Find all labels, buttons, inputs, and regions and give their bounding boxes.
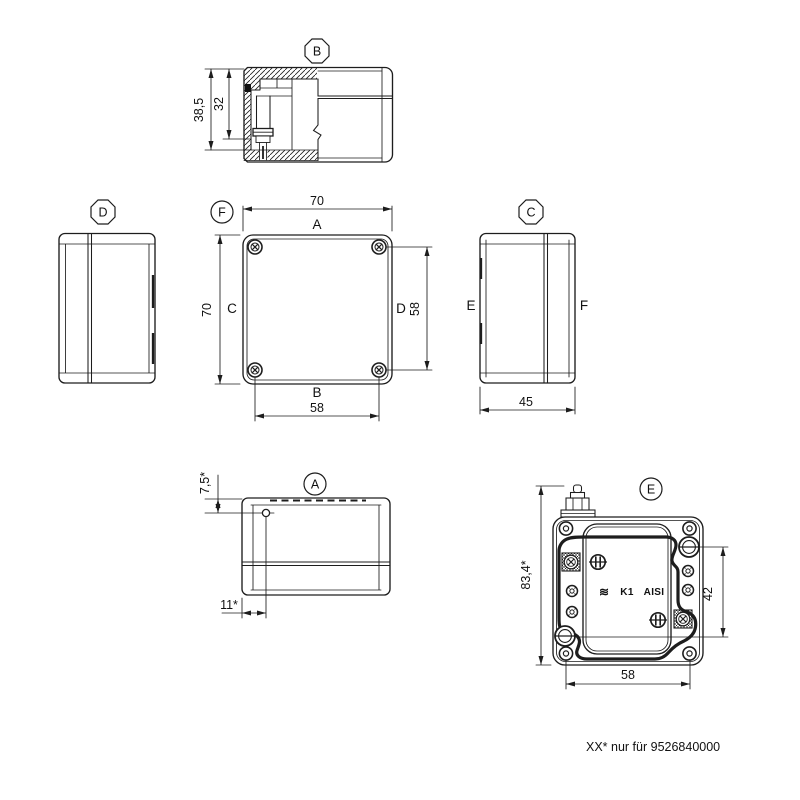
dim-section-total-depth: 38,5 32	[192, 68, 251, 151]
dim-70-top-label: 70	[310, 194, 324, 208]
dim-11-label: 11*	[220, 598, 238, 612]
view-a-front: 7,5* 11* A	[198, 472, 391, 619]
balloon-c-letter: C	[526, 206, 535, 220]
dim-e-screws-vertical: 42	[577, 546, 729, 638]
section-break-line	[312, 78, 322, 162]
view-e-interior: ≋ K1 AISI 83,4* 42 58 E	[519, 477, 729, 690]
dim-32-label: 32	[212, 97, 226, 111]
screw-bottom-right	[371, 362, 387, 378]
vent-fitting	[560, 484, 596, 518]
dim-f-height: 70	[200, 234, 241, 385]
marking-material: AISI	[644, 587, 665, 598]
dim-42-label: 42	[701, 587, 715, 601]
knurled-insert-bottom-right	[673, 609, 693, 629]
balloon-view-a: A	[303, 472, 327, 496]
screw-top-left	[247, 239, 263, 255]
dim-58-bottom-label: 58	[310, 401, 324, 415]
balloon-f-letter: F	[218, 206, 226, 220]
pilot-screw-holes	[565, 564, 695, 619]
gasket-groove	[557, 535, 698, 661]
view-f-top: A B C D 70 70 58 58	[200, 194, 433, 422]
balloon-d-letter: D	[98, 206, 107, 220]
view-c-side: E F 45 C	[466, 199, 588, 415]
marking-series: K1	[620, 587, 634, 598]
footnote: XX* nur für 9526840000	[586, 740, 720, 754]
balloon-view-e: E	[639, 477, 663, 501]
balloon-b-letter: B	[313, 45, 321, 59]
balloon-view-f: F	[210, 200, 234, 224]
face-label-d: D	[396, 301, 406, 316]
face-label-e: E	[466, 298, 475, 313]
face-label-b: B	[312, 385, 321, 400]
balloon-view-b: B	[304, 38, 330, 64]
dim-7-5-label: 7,5*	[198, 472, 212, 494]
dim-45-label: 45	[519, 395, 533, 409]
dim-38-5-label: 38,5	[192, 98, 206, 122]
view-b-section: 38,5 32 B	[192, 38, 394, 163]
earth-symbol-top	[589, 553, 607, 571]
dim-83-4-label: 83,4*	[519, 560, 533, 589]
earth-symbol-bottom	[649, 611, 667, 629]
balloon-view-c: C	[518, 199, 544, 225]
dim-f-screws-horizontal: 58	[254, 376, 380, 422]
screw-bottom-left	[247, 362, 263, 378]
knurled-insert-top-left	[561, 552, 581, 572]
balloon-a-letter: A	[311, 478, 320, 492]
dim-e-overall-height: 83,4*	[519, 485, 565, 666]
dim-70-left-label: 70	[200, 303, 214, 317]
screw-dome-top-right	[678, 536, 700, 558]
face-label-c: C	[227, 301, 237, 316]
screw-top-right	[371, 239, 387, 255]
face-label-a: A	[312, 217, 321, 232]
cover-screws	[247, 239, 387, 378]
seal-cross-section	[245, 84, 251, 92]
inner-panel	[582, 523, 672, 655]
view-d-side: D	[58, 199, 156, 384]
dim-a-hole-from-top: 7,5*	[198, 472, 275, 514]
dim-a-hole-from-side: 11*	[220, 512, 267, 619]
cover-screw-section	[252, 127, 274, 161]
dim-58-e-label: 58	[621, 668, 635, 682]
corner-screw-holes	[558, 521, 697, 661]
dim-c-depth: 45	[479, 386, 576, 415]
screw-dome-bottom-left	[554, 625, 576, 647]
dim-f-screws-vertical: 58	[385, 246, 433, 371]
balloon-e-letter: E	[647, 483, 655, 497]
dim-e-screws-horizontal: 58	[565, 659, 691, 690]
balloon-view-d: D	[90, 199, 116, 225]
dim-58-right-label: 58	[408, 302, 422, 316]
marking-hole	[261, 508, 271, 518]
dim-f-width: 70	[242, 194, 393, 232]
face-label-f: F	[580, 298, 588, 313]
brand-logo-icon: ≋	[599, 585, 609, 599]
